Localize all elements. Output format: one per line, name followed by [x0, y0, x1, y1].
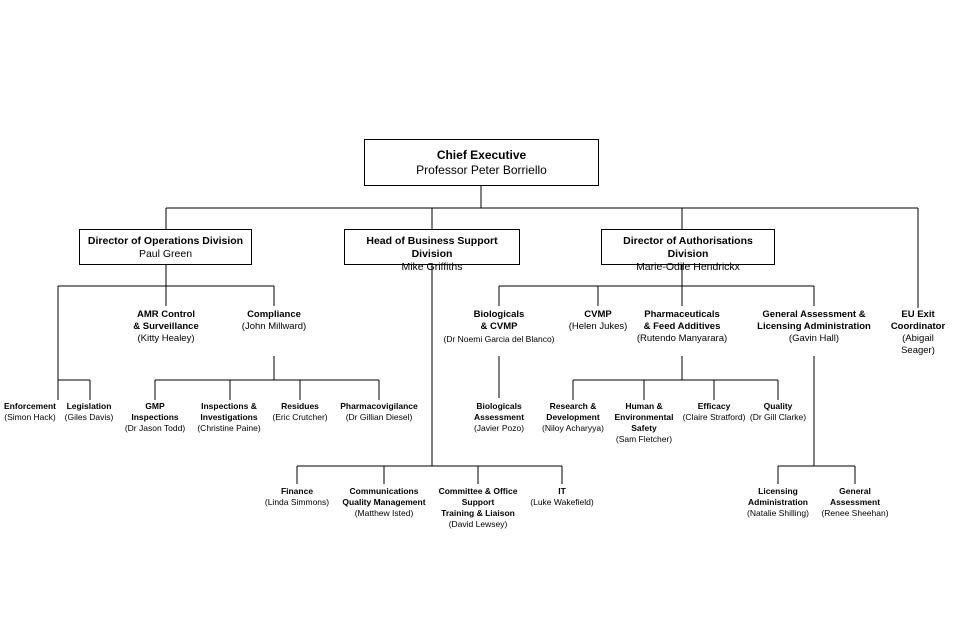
head-business-support-name: Mike Griffiths	[401, 261, 463, 273]
efficacy-name: (Claire Stratford)	[682, 412, 746, 422]
director-authorisations-name: Marie-Odile Hendrickx	[636, 261, 740, 273]
committee-title: Committee & Office Support Training & Li…	[438, 486, 518, 518]
enforcement-name: (Simon Hack)	[4, 412, 56, 422]
biologicals-title: Biologicals & CVMP	[473, 309, 525, 332]
general-assessment-title: General Assessment	[829, 486, 881, 507]
communications-unit: Communications Quality Management (Matth…	[342, 486, 425, 519]
committee-office-unit: Committee & Office Support Training & Li…	[439, 486, 518, 530]
pharmacovigilance-title: Pharmacovigilance	[340, 401, 418, 411]
human-env-name: (Sam Fletcher)	[615, 434, 673, 444]
legislation-unit: Legislation (Giles Davis)	[65, 401, 114, 423]
chief-executive-title: Chief Executive	[436, 148, 527, 162]
cvmp-unit: CVMP (Helen Jukes)	[569, 309, 628, 333]
amr-name: (Kitty Healey)	[137, 333, 195, 344]
it-unit: IT (Luke Wakefield)	[530, 486, 593, 508]
cvmp-name: (Helen Jukes)	[568, 321, 628, 332]
licensing-admin-title: Licensing Administration	[748, 486, 808, 507]
quality-title: Quality	[763, 401, 793, 411]
enforcement-title: Enforcement	[4, 401, 56, 411]
research-name: (Niloy Acharyya)	[542, 423, 604, 433]
inspections-name: (Christine Paine)	[197, 423, 261, 433]
amr-control-unit: AMR Control & Surveillance (Kitty Healey…	[133, 309, 198, 345]
director-operations-title: Director of Operations Division	[87, 235, 244, 247]
legislation-title: Legislation	[66, 401, 112, 411]
quality-unit: Quality (Dr Gill Clarke)	[750, 401, 806, 423]
finance-title: Finance	[280, 486, 314, 496]
inspections-title: Inspections & Investigations	[200, 401, 258, 422]
pharmaceuticals-name: (Rutendo Manyarara)	[636, 333, 728, 344]
director-operations-box: Director of Operations Division Paul Gre…	[79, 229, 252, 265]
committee-name: (David Lewsey)	[448, 519, 508, 529]
quality-name: (Dr Gill Clarke)	[749, 412, 807, 422]
gmp-title: GMP Inspections	[131, 401, 179, 422]
eu-exit-coordinator: EU Exit Coordinator (Abigail Seager)	[891, 309, 945, 357]
chief-executive-name: Professor Peter Borriello	[416, 163, 547, 177]
finance-name: (Linda Simmons)	[264, 497, 330, 507]
pharmacovigilance-name: (Dr Gillian Diesel)	[345, 412, 413, 422]
efficacy-title: Efficacy	[697, 401, 731, 411]
pharmaceuticals-unit: Pharmaceuticals & Feed Additives (Rutend…	[637, 309, 727, 345]
eu-exit-name: (Abigail Seager)	[901, 333, 935, 356]
cvmp-title: CVMP	[584, 309, 612, 320]
gmp-inspections-unit: GMP Inspections (Dr Jason Todd)	[125, 401, 185, 434]
licensing-admin-name: (Natalie Shilling)	[747, 508, 809, 518]
communications-title: Communications Quality Management	[342, 486, 426, 507]
director-authorisations-title: Director of Authorisations Division	[623, 235, 753, 260]
compliance-unit: Compliance (John Millward)	[242, 309, 306, 333]
finance-unit: Finance (Linda Simmons)	[265, 486, 329, 508]
head-business-support-title: Head of Business Support Division	[366, 235, 498, 260]
residues-name: (Eric Crutcher)	[272, 412, 328, 422]
research-development-unit: Research & Development (Niloy Acharyya)	[542, 401, 604, 434]
research-title: Research & Development	[546, 401, 600, 422]
biologicals-cvmp-unit: Biologicals & CVMP (Dr Noemi Garcia del …	[443, 309, 554, 345]
it-name: (Luke Wakefield)	[530, 497, 594, 507]
residues-unit: Residues (Eric Crutcher)	[272, 401, 327, 423]
inspections-investigations-unit: Inspections & Investigations (Christine …	[197, 401, 260, 434]
residues-title: Residues	[281, 401, 319, 411]
director-operations-name: Paul Green	[138, 248, 193, 260]
general-title: General Assessment & Licensing Administr…	[757, 309, 871, 332]
legislation-name: (Giles Davis)	[64, 412, 114, 422]
human-env-title: Human & Environmental Safety	[614, 401, 674, 433]
general-assessment-licensing-unit: General Assessment & Licensing Administr…	[757, 309, 871, 345]
biologicals-name: (Dr Noemi Garcia del Blanco)	[443, 334, 555, 344]
biologicals-assessment-unit: Biologicals Assessment (Javier Pozo)	[474, 401, 524, 434]
general-assessment-name: (Renee Sheehan)	[821, 508, 889, 518]
bio-assessment-name: (Javier Pozo)	[473, 423, 525, 433]
eu-exit-title: EU Exit Coordinator	[890, 309, 946, 332]
enforcement-unit: Enforcement (Simon Hack)	[4, 401, 56, 423]
licensing-administration-unit: Licensing Administration (Natalie Shilli…	[747, 486, 809, 519]
compliance-title: Compliance	[247, 309, 301, 320]
head-business-support-box: Head of Business Support Division Mike G…	[344, 229, 520, 273]
amr-title: AMR Control & Surveillance	[133, 309, 199, 332]
general-assessment-unit: General Assessment (Renee Sheehan)	[821, 486, 888, 519]
pharmaceuticals-title: Pharmaceuticals & Feed Additives	[643, 309, 721, 332]
human-environmental-safety-unit: Human & Environmental Safety (Sam Fletch…	[614, 401, 673, 445]
chief-executive-box: Chief Executive Professor Peter Borriell…	[364, 139, 599, 186]
bio-assessment-title: Biologicals Assessment	[473, 401, 525, 422]
director-authorisations-box: Director of Authorisations Division Mari…	[601, 229, 775, 273]
it-title: IT	[558, 486, 566, 496]
compliance-name: (John Millward)	[241, 321, 307, 332]
pharmacovigilance-unit: Pharmacovigilance (Dr Gillian Diesel)	[340, 401, 417, 423]
efficacy-unit: Efficacy (Claire Stratford)	[683, 401, 746, 423]
communications-name: (Matthew Isted)	[354, 508, 414, 518]
general-name: (Gavin Hall)	[788, 333, 840, 344]
gmp-name: (Dr Jason Todd)	[124, 423, 186, 433]
